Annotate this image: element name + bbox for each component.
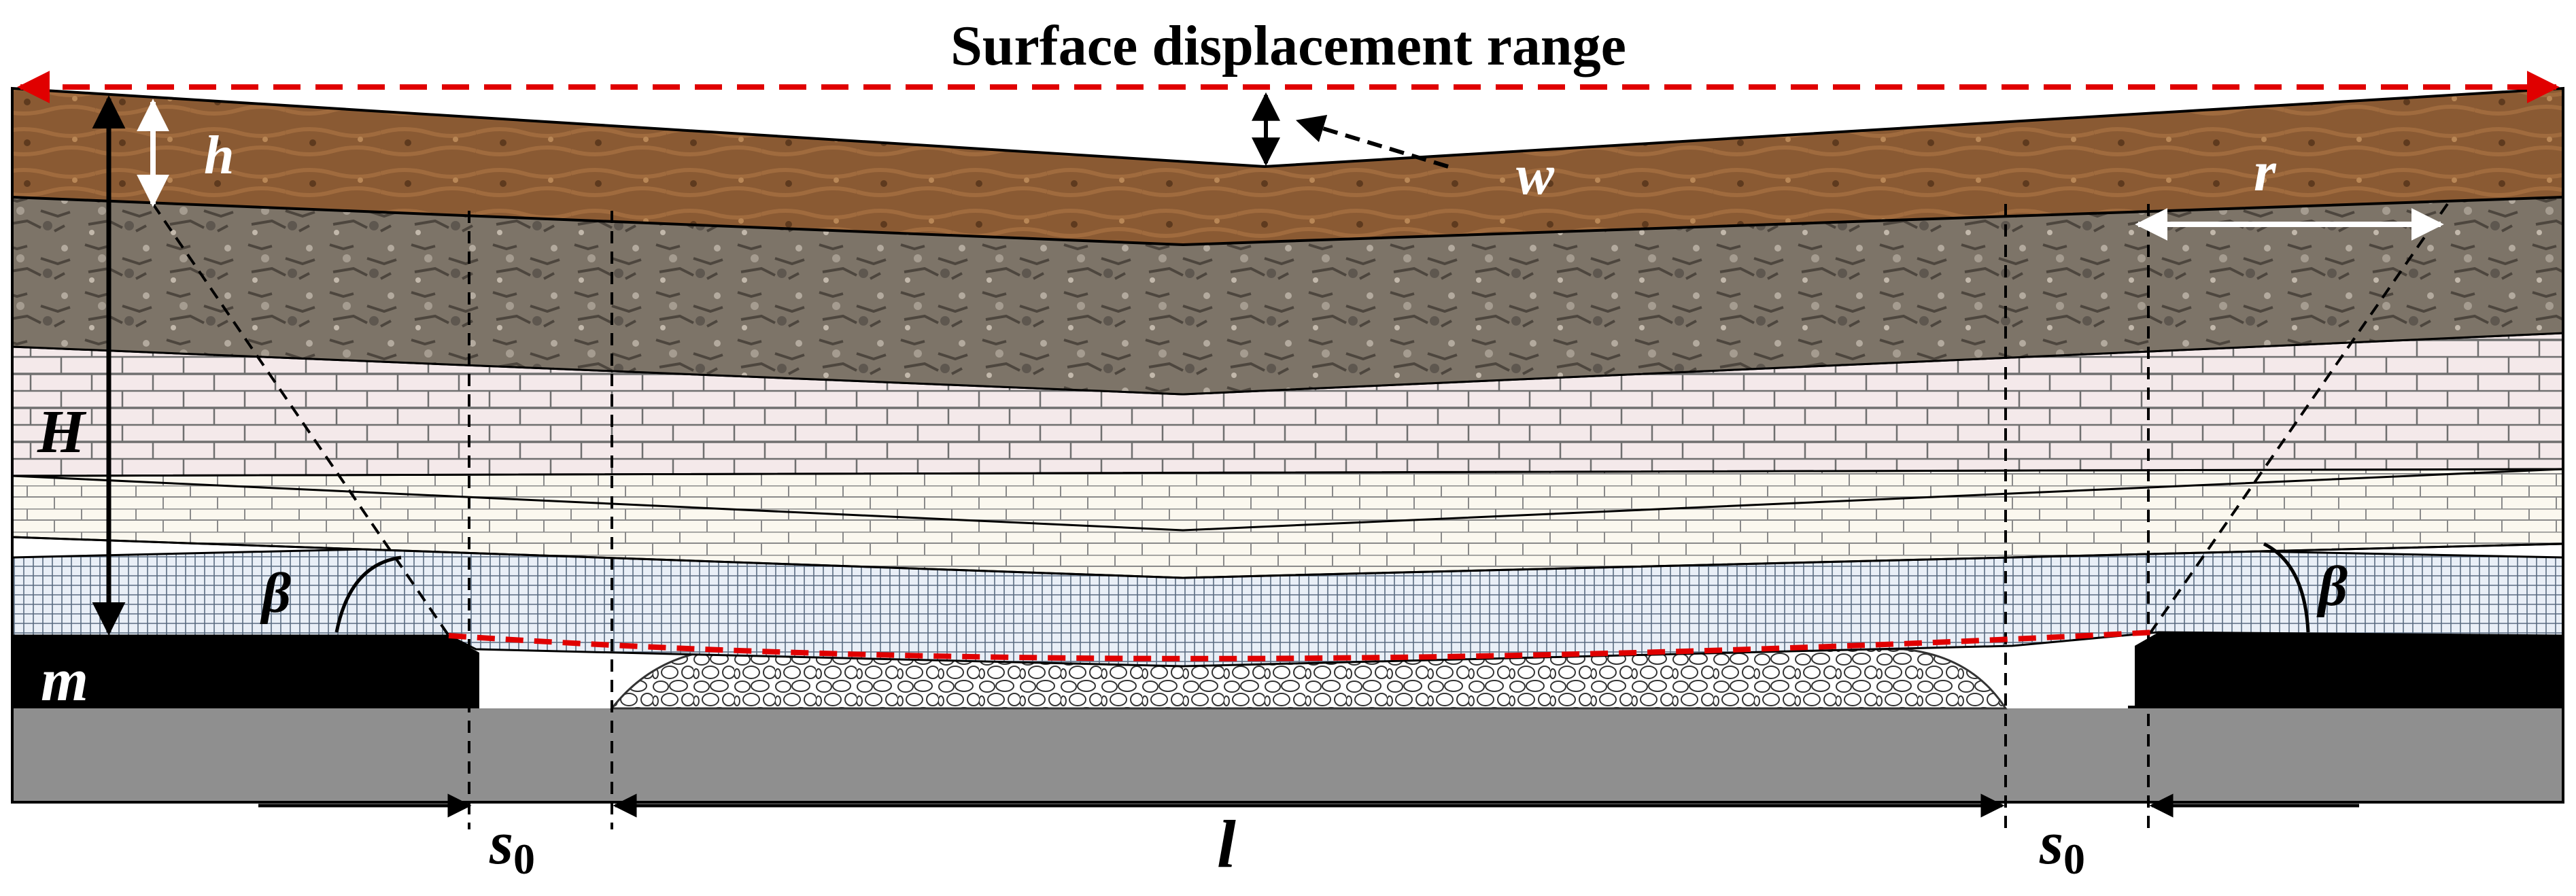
influence-line-left <box>152 203 450 637</box>
label-h: h <box>204 126 235 186</box>
w-pointer <box>1295 114 1449 169</box>
label-w: w <box>1516 143 1555 207</box>
coal-seam-right <box>2135 632 2563 708</box>
influence-line-right <box>2147 203 2449 637</box>
beta-arc-left <box>334 555 402 633</box>
label-H: H <box>37 398 87 466</box>
label-r: r <box>2254 140 2277 203</box>
label-s0-left: s0 <box>489 810 535 883</box>
title: Surface displacement range <box>950 14 1626 77</box>
floor-layer <box>11 706 2564 804</box>
label-l: l <box>1217 806 1236 882</box>
subsidence-curve <box>448 630 2156 661</box>
label-beta-right: β <box>2316 555 2348 618</box>
label-s0-right: s0 <box>2039 810 2085 883</box>
label-m: m <box>41 647 88 714</box>
coal-seam-left <box>12 636 479 708</box>
beta-arc-right <box>2263 542 2310 633</box>
label-beta-left: β <box>260 562 291 625</box>
